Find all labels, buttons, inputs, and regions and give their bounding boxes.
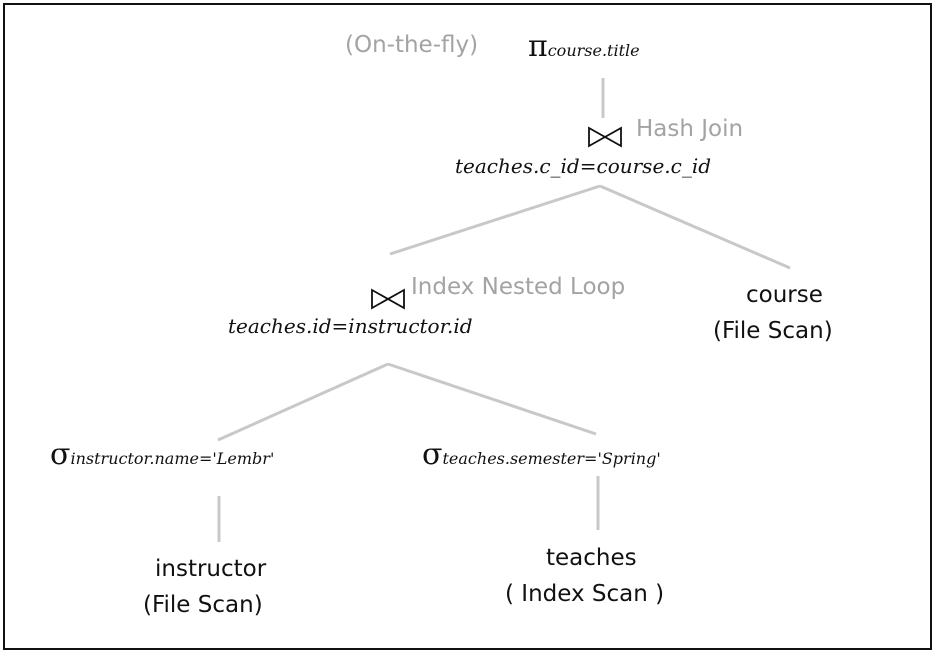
teaches-relation: teaches	[546, 545, 637, 571]
edge-hashjoin-nested	[389, 184, 601, 256]
instructor-relation: instructor	[155, 556, 267, 582]
edge-nested-select-instructor	[217, 362, 389, 442]
on-the-fly-annotation: (On-the-fly)	[345, 32, 479, 58]
projection-node: πcourse.title	[528, 32, 640, 62]
nested-loop-label: Index Nested Loop	[411, 274, 626, 300]
nested-loop-condition: teaches.id=instructor.id	[228, 314, 473, 338]
nested-loop-bowtie-icon	[371, 288, 405, 310]
course-relation: course	[746, 282, 823, 308]
projection-subscript: course.title	[547, 41, 640, 60]
instructor-scan-method: (File Scan)	[143, 592, 263, 618]
hash-join-label: Hash Join	[636, 116, 744, 142]
diagram-frame	[3, 3, 932, 650]
select-teaches-symbol: σ	[422, 437, 443, 472]
select-instructor-node: σinstructor.name='Lembr'	[50, 440, 274, 470]
select-teaches-subscript: teaches.semester='Spring'	[442, 449, 661, 468]
select-instructor-symbol: σ	[50, 437, 71, 472]
select-teaches-node: σteaches.semester='Spring'	[422, 440, 661, 470]
edge-hashjoin-course	[599, 184, 791, 270]
teaches-scan-method: ( Index Scan )	[505, 581, 665, 607]
course-scan-method: (File Scan)	[713, 318, 833, 344]
edge-nested-select-teaches	[387, 362, 597, 436]
hash-join-condition: teaches.c_id=course.c_id	[455, 154, 712, 178]
select-instructor-subscript: instructor.name='Lembr'	[70, 449, 275, 468]
hash-join-bowtie-icon	[588, 126, 622, 148]
projection-symbol: π	[528, 29, 548, 64]
